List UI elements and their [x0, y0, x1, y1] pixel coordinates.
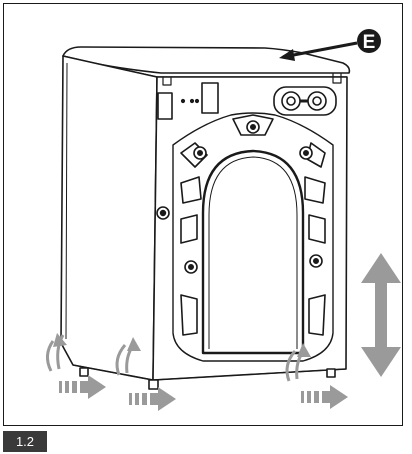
drum-opening	[201, 149, 305, 355]
callout-e: E	[279, 29, 381, 61]
callout-leader-line	[282, 41, 358, 59]
side-screw-center	[159, 209, 167, 217]
top-bracket-right	[332, 73, 342, 84]
screw	[194, 98, 200, 104]
washing-machine	[60, 46, 351, 390]
water-inlet-valve-inner	[312, 96, 322, 106]
side-panel	[60, 55, 158, 381]
dashed-right-arrow-icon	[301, 385, 348, 409]
foot-front-right	[148, 379, 159, 390]
rear-plate-left	[157, 92, 173, 120]
side-panel-inner	[65, 62, 68, 340]
foot-back-right	[326, 368, 336, 378]
transport-bolt-center	[188, 263, 195, 270]
screw	[189, 98, 195, 104]
transport-bolt-center	[302, 150, 309, 157]
frame-rib	[180, 294, 198, 336]
transport-bolt-center	[312, 258, 319, 265]
figure-number: 1.2	[3, 431, 47, 452]
screw	[180, 98, 186, 104]
top-panel	[62, 46, 351, 74]
water-inlet-valve-inner	[286, 96, 296, 106]
transport-bolt-center	[197, 150, 204, 157]
frame-rib	[308, 214, 326, 244]
double-headed-vertical-arrow-icon	[361, 253, 401, 377]
frame-rib	[304, 176, 326, 204]
callout-letter: E	[363, 32, 376, 53]
curved-rotation-arrow-icon	[46, 334, 307, 382]
washing-machine-diagram: E	[46, 29, 401, 411]
dashed-right-arrow-icon	[129, 387, 176, 411]
water-inlet-valve	[307, 91, 327, 111]
callout-badge	[357, 29, 381, 53]
frame-rib	[180, 214, 198, 244]
drum-opening-inner	[208, 156, 298, 349]
dashed-right-arrow-icon	[59, 375, 106, 399]
frame-rib	[308, 294, 326, 336]
frame-rib	[180, 176, 202, 204]
transport-bolt-center	[250, 124, 257, 131]
water-inlet-valve	[281, 91, 301, 111]
rotation-arrowheads	[53, 333, 311, 357]
frame-rib	[180, 142, 208, 168]
frame-rib	[232, 114, 274, 136]
callout-arrowhead	[279, 49, 295, 61]
foot-front-left	[79, 367, 89, 377]
rear-plate-center	[201, 82, 219, 114]
top-bracket-left	[162, 77, 172, 86]
